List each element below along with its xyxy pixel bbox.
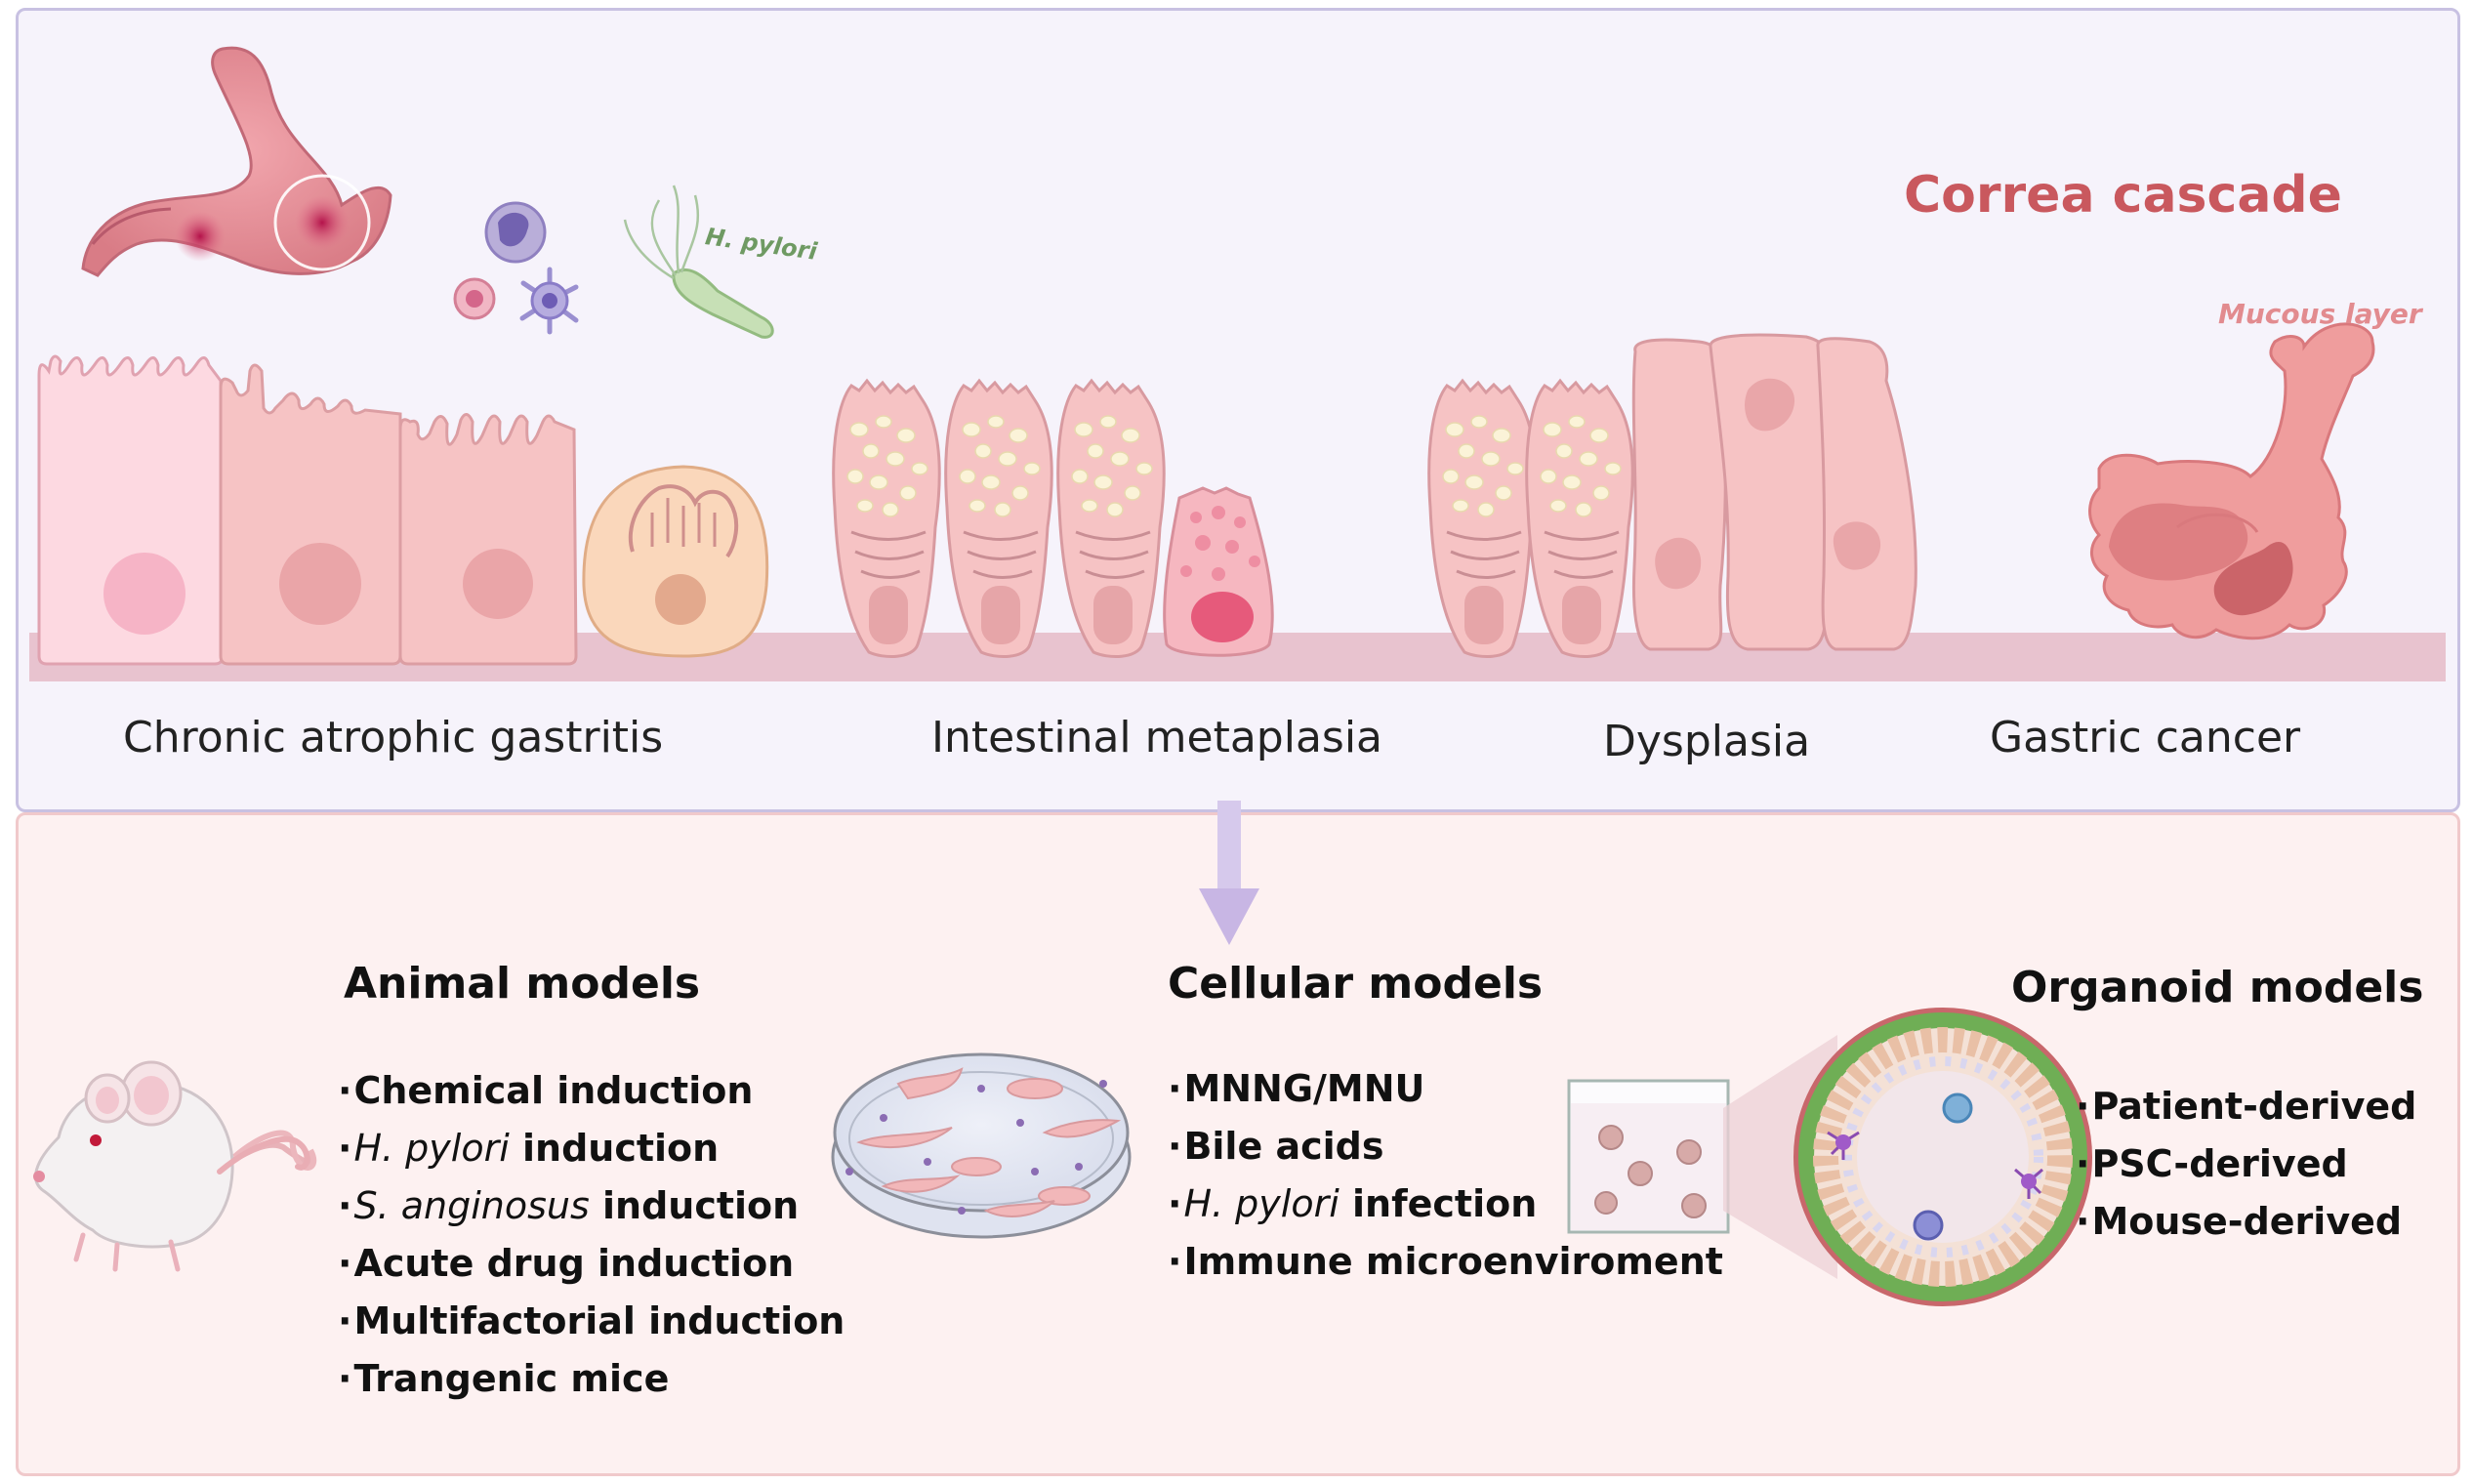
organoid-model-item: PSC-derived [2076, 1135, 2416, 1193]
model-item-text: Multifactorial induction [353, 1299, 845, 1342]
animal-model-item: H. pylori induction [338, 1120, 845, 1177]
cellular-model-item: Bile acids [1168, 1118, 1723, 1175]
cellular-model-item: MNNG/MNU [1168, 1060, 1723, 1118]
stage-label-dysplasia: Dysplasia [1603, 717, 1811, 766]
metaplastic-goblet-cell [832, 378, 941, 658]
gastric-epithelial-cell [398, 413, 578, 666]
dysplastic-goblet-cell [1525, 378, 1634, 658]
dysplastic-goblet-cell [1427, 378, 1537, 658]
immune-cell-icon [453, 277, 496, 320]
dysplastic-columnar-cell [1709, 333, 1834, 651]
italic-species-name: H. pylori [1183, 1182, 1340, 1225]
model-item-text: PSC-derived [2091, 1142, 2348, 1185]
animal-model-item: Multifactorial induction [338, 1293, 845, 1350]
mucous-layer-label: Mucous layer [2218, 298, 2422, 330]
cellular-model-item: Immune microenviroment [1168, 1233, 1723, 1291]
organoid-models-list: Patient-derivedPSC-derivedMouse-derived [2076, 1078, 2416, 1251]
model-item-text: Trangenic mice [353, 1357, 670, 1400]
petri-dish-icon [831, 1052, 1132, 1239]
model-item-text: Chemical induction [353, 1069, 754, 1112]
cellular-model-item: H. pylori infection [1168, 1175, 1723, 1233]
stage-label-gastric-cancer: Gastric cancer [1990, 713, 2301, 763]
model-item-text: infection [1339, 1182, 1538, 1225]
organoid-models-title: Organoid models [2011, 963, 2424, 1012]
organoid-model-item: Patient-derived [2076, 1078, 2416, 1135]
organoid-model-item: Mouse-derived [2076, 1193, 2416, 1251]
down-arrow-icon [1199, 801, 1259, 945]
goblet-like-cell [582, 465, 769, 658]
model-item-text: induction [509, 1127, 720, 1170]
metaplastic-goblet-cell [1056, 378, 1166, 658]
animal-model-item: S. anginosus induction [338, 1177, 845, 1235]
model-item-text: Bile acids [1183, 1125, 1384, 1168]
italic-species-name: S. anginosus [353, 1184, 590, 1227]
dendritic-cell-icon [519, 267, 579, 335]
tumor-mass [2088, 322, 2375, 640]
gastric-epithelial-cell [219, 363, 402, 666]
mouse-icon [33, 1060, 317, 1272]
dysplastic-columnar-cell [1816, 337, 1917, 651]
paneth-like-cell [1163, 486, 1274, 657]
h-pylori-bacterium-icon [623, 185, 774, 339]
model-item-text: Immune microenviroment [1183, 1240, 1723, 1283]
model-item-text: Patient-derived [2091, 1085, 2417, 1128]
dysplastic-columnar-cell [1631, 338, 1727, 651]
model-item-text: Acute drug induction [353, 1242, 795, 1285]
model-item-text: induction [589, 1184, 800, 1227]
cellular-models-list: MNNG/MNU Bile acids H. pylori infectionImm… [1168, 1060, 1723, 1291]
stage-label-gastritis: Chronic atrophic gastritis [123, 713, 664, 763]
model-item-text: MNNG/MNU [1183, 1067, 1425, 1110]
model-item-text: Mouse-derived [2091, 1200, 2403, 1243]
animal-models-title: Animal models [344, 959, 701, 1009]
animal-model-item: Trangenic mice [338, 1350, 845, 1408]
cellular-models-title: Cellular models [1168, 959, 1544, 1009]
gastric-epithelial-cell [37, 354, 225, 666]
organoid-cross-section-icon [1793, 1008, 2092, 1306]
cascade-title: Correa cascade [1904, 166, 2342, 225]
italic-species-name: H. pylori [353, 1127, 510, 1170]
animal-models-list: Chemical inductionH. pylori inductionS. … [338, 1062, 845, 1408]
animal-model-item: Chemical induction [338, 1062, 845, 1120]
immune-cell-icon [484, 201, 547, 264]
stage-label-metaplasia: Intestinal metaplasia [931, 713, 1383, 763]
metaplastic-goblet-cell [944, 378, 1053, 658]
stomach-icon [81, 46, 392, 277]
animal-model-item: Acute drug induction [338, 1235, 845, 1293]
